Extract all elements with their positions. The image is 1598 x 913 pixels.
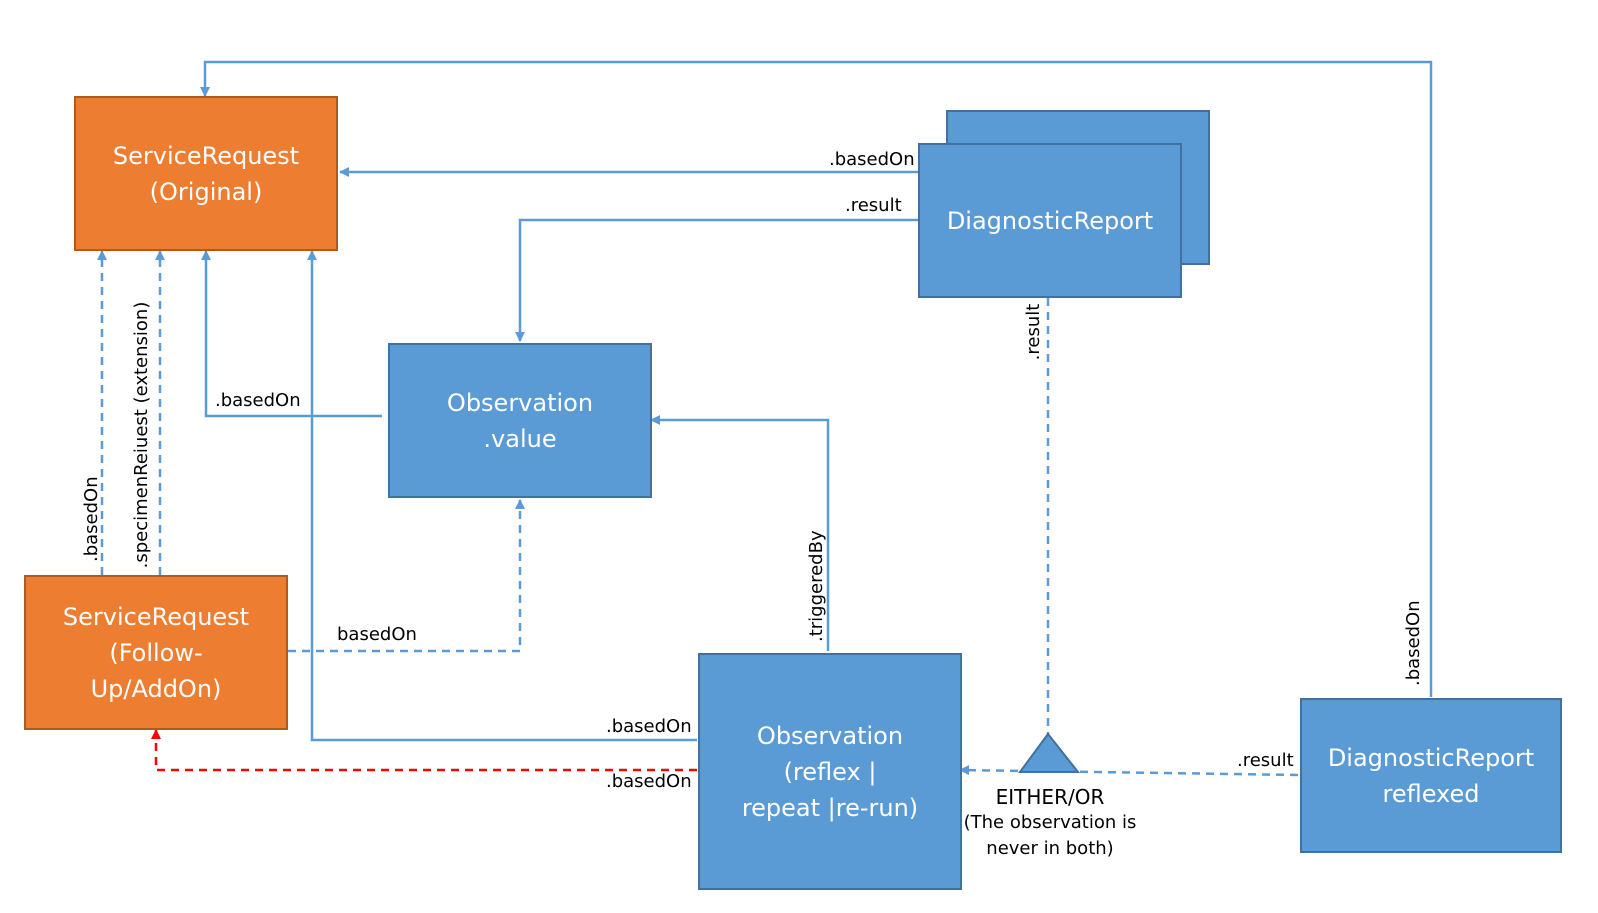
label-followup-basedon: .basedOn (81, 476, 102, 562)
node-title: DiagnosticReport (946, 206, 1154, 235)
node-title: Observation (446, 388, 594, 417)
either-or-title: EITHER/OR (995, 785, 1105, 809)
node-title: ServiceRequest (62, 602, 250, 631)
label-dr-result-dashed: .result (1023, 303, 1044, 361)
diagnostic-report-node: DiagnosticReport (918, 143, 1182, 298)
node-subtitle: (Follow- (109, 638, 203, 667)
edge-reflexed-basedon (200, 60, 1433, 697)
edge-dr-result (515, 218, 918, 342)
node-title: DiagnosticReport (1327, 743, 1535, 772)
edge-reflexed-result (959, 765, 1299, 777)
diagnostic-report-reflexed-node: DiagnosticReport reflexed (1300, 698, 1562, 853)
service-request-original-node: ServiceRequest (Original) (74, 96, 338, 251)
node-subtitle-2: Up/AddOn) (90, 674, 222, 703)
edge-followup-basedon-obsvalue (288, 499, 525, 653)
label-dr-basedon: .basedOn (829, 149, 915, 170)
label-obsvalue-basedon: .basedOn (215, 390, 301, 411)
either-or-triangle (1018, 732, 1081, 773)
node-subtitle: (Original) (149, 177, 263, 206)
label-reflexed-result: .result (1237, 750, 1294, 771)
label-followup-specimen: .specimenReiuest (extension) (131, 301, 152, 569)
label-reflexed-basedon: .basedOn (1403, 600, 1424, 686)
label-dr-result: .result (845, 195, 902, 216)
either-or-note: EITHER/OR (The observation is never in b… (960, 784, 1140, 862)
edge-reflex-basedon-original (307, 250, 697, 742)
edge-obsvalue-basedon (201, 250, 382, 418)
edge-reflex-basedon-followup (151, 729, 697, 772)
node-subtitle: (reflex | (783, 757, 877, 786)
label-reflex-basedon-original: .basedOn (606, 716, 692, 737)
either-or-line1: (The observation is (963, 812, 1137, 833)
service-request-followup-node: ServiceRequest (Follow- Up/AddOn) (24, 575, 288, 730)
observation-reflex-node: Observation (reflex | repeat |re-run) (698, 653, 962, 890)
node-subtitle-2: repeat |re-run) (741, 793, 919, 822)
either-or-line2: never in both) (986, 838, 1114, 859)
node-title: Observation (756, 721, 904, 750)
label-reflex-triggeredby: .triggeredBy (806, 530, 827, 642)
label-reflex-basedon-followup: .basedOn (606, 771, 692, 792)
node-subtitle: .value (483, 424, 557, 453)
node-subtitle: reflexed (1382, 779, 1480, 808)
label-followup-basedon-obsvalue: basedOn (337, 624, 417, 645)
observation-value-node: Observation .value (388, 343, 652, 498)
edge-reflex-triggeredby (650, 415, 830, 651)
node-title: ServiceRequest (112, 141, 300, 170)
